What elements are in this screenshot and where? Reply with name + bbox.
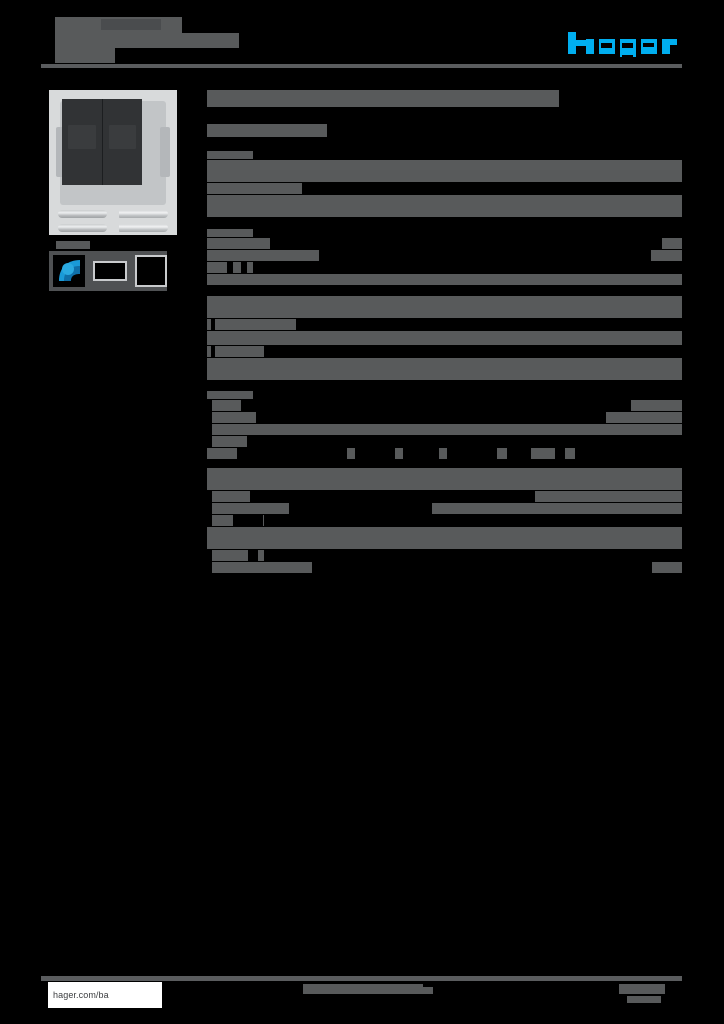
- section-heading: [207, 229, 253, 237]
- section-heading: [207, 151, 253, 159]
- table-row: [207, 331, 682, 345]
- table-row: [207, 448, 682, 459]
- table-row: [207, 160, 682, 182]
- specification-table: [207, 90, 682, 574]
- table-row: [207, 503, 682, 514]
- gallery-label: [56, 241, 90, 249]
- rocker-right: [101, 99, 142, 185]
- table-row: [207, 346, 682, 357]
- page-header: [41, 14, 682, 70]
- footer-divider: [41, 976, 682, 981]
- table-row: [207, 262, 682, 273]
- table-row: [207, 527, 682, 549]
- page-number-secondary: [627, 996, 661, 1003]
- page-footer: hager.com/ba: [41, 976, 682, 1012]
- table-row: [207, 436, 682, 447]
- header-title-line2: [55, 33, 239, 48]
- product-thumbnail-front[interactable]: [93, 261, 127, 281]
- footer-url-link[interactable]: hager.com/ba: [48, 982, 162, 1008]
- table-row: [207, 400, 682, 411]
- table-row: [207, 319, 682, 330]
- screw-icon: [58, 210, 107, 218]
- table-row: [207, 238, 682, 249]
- table-row: [207, 515, 682, 526]
- spec-section: [207, 229, 682, 285]
- brand-swoosh-icon: [59, 260, 80, 281]
- table-row: [207, 468, 682, 490]
- footer-note-secondary: [409, 987, 433, 994]
- section-heading: [207, 391, 253, 399]
- table-row: [207, 424, 682, 435]
- page-number: [619, 984, 665, 994]
- spec-section: [207, 296, 682, 380]
- table-row: [207, 412, 682, 423]
- table-row: [207, 274, 682, 285]
- table-row: [207, 358, 682, 380]
- double-rocker-switch: [62, 99, 142, 185]
- spec-section: [207, 151, 682, 217]
- screw-icon: [58, 224, 107, 232]
- product-title: [207, 90, 559, 107]
- mounting-accessories: [58, 210, 168, 232]
- spec-section: [207, 391, 682, 459]
- product-image: [49, 90, 177, 235]
- hager-logo[interactable]: [566, 31, 682, 57]
- table-row: [207, 491, 682, 502]
- wall-plugs: [119, 210, 168, 232]
- table-row: [207, 562, 682, 573]
- table-row: [207, 183, 682, 194]
- product-reference: [207, 124, 327, 137]
- header-subtitle: [101, 19, 161, 30]
- product-thumbnail-angle[interactable]: [135, 255, 167, 287]
- wall-plug-icon: [119, 224, 168, 232]
- table-row: [207, 296, 682, 318]
- spec-section: [207, 468, 682, 573]
- footer-note: [303, 984, 423, 994]
- rocker-left: [62, 99, 102, 185]
- product-thumbnail-strip: [49, 251, 167, 291]
- header-divider: [41, 64, 682, 68]
- brand-thumbnail[interactable]: [53, 255, 85, 287]
- screws: [58, 210, 107, 232]
- wall-plug-icon: [119, 210, 168, 218]
- hager-logo-icon: [568, 32, 677, 57]
- table-row: [207, 195, 682, 217]
- table-row: [207, 550, 682, 561]
- table-row: [207, 250, 682, 261]
- header-title-line3: [55, 48, 115, 63]
